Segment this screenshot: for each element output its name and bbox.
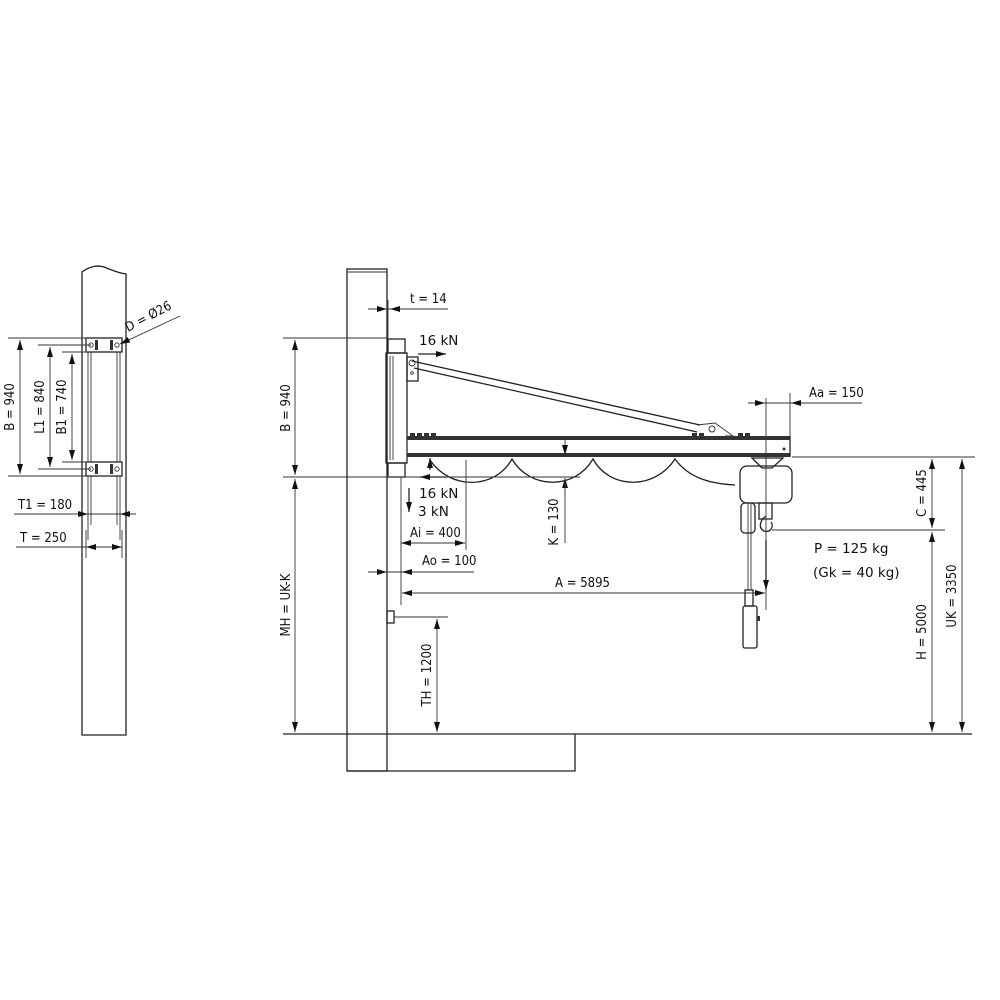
label-H: H = 5000 [915, 604, 930, 660]
dim-t: t = 14 [368, 292, 448, 338]
front-view: t = 14 B = 940 MH = UK-K TH = 1200 16 kN [279, 268, 975, 772]
dim-L1: L1 = 840 [33, 344, 91, 470]
label-force-top: 16 kN [419, 333, 458, 349]
dim-B-side: B = 940 [3, 337, 86, 477]
dim-UK: UK = 3350 [945, 459, 965, 732]
dim-TH: TH = 1200 [420, 619, 440, 732]
dim-K: K = 130 [547, 440, 568, 546]
label-C: C = 445 [915, 469, 930, 517]
label-TH: TH = 1200 [420, 644, 435, 708]
dim-D: D = Ø26 [119, 299, 181, 345]
label-Ai: Ai = 400 [410, 526, 461, 541]
label-T1: T1 = 180 [17, 498, 72, 513]
side-column [81, 265, 127, 736]
top-clamp-plate [85, 337, 123, 353]
dim-C: C = 445 [915, 459, 935, 528]
dim-H: H = 5000 [915, 532, 935, 732]
label-P: P = 125 kg [814, 541, 888, 557]
anchor-bolt [386, 610, 448, 624]
clamp-rails [87, 352, 121, 540]
bottom-clamp-plate [85, 461, 123, 477]
dim-T1: T1 = 180 [14, 498, 136, 517]
label-UK: UK = 3350 [945, 564, 960, 627]
side-view: B = 940 L1 = 840 B1 = 740 D = Ø26 T1 = 1… [3, 265, 181, 736]
label-MH: MH = UK-K [279, 573, 294, 636]
label-Gk: (Gk = 40 kg) [813, 565, 900, 581]
label-Aa: Aa = 150 [809, 386, 864, 401]
label-T: T = 250 [19, 531, 67, 546]
dim-T: T = 250 [16, 530, 123, 558]
dim-Ai: Ai = 400 [400, 460, 467, 605]
label-t: t = 14 [410, 292, 447, 307]
label-A: A = 5895 [555, 576, 610, 591]
label-force-bottom-v: 3 kN [418, 504, 449, 520]
dim-Ao: Ao = 100 [368, 554, 476, 575]
label-B-front: B = 940 [279, 384, 294, 432]
label-L1: L1 = 840 [33, 380, 48, 434]
floor [283, 733, 972, 772]
dim-Aa: Aa = 150 [748, 386, 864, 436]
label-D: D = Ø26 [123, 299, 174, 336]
tie-rod [411, 360, 750, 437]
load-labels: P = 125 kg (Gk = 40 kg) [813, 541, 900, 581]
label-B1: B1 = 740 [55, 379, 70, 434]
dim-MH: MH = UK-K [279, 479, 298, 732]
dim-A: A = 5895 [402, 576, 765, 596]
dim-B1: B1 = 740 [55, 351, 88, 463]
jib-beam [406, 433, 975, 458]
label-force-bottom-h: 16 kN [419, 486, 458, 502]
label-B-side: B = 940 [3, 383, 18, 431]
label-Ao: Ao = 100 [422, 554, 476, 569]
wall-column [346, 268, 388, 772]
festoon-cable [429, 457, 736, 486]
label-K: K = 130 [547, 498, 562, 545]
force-bottom: 16 kN 3 kN [406, 458, 458, 520]
force-top: 16 kN [418, 333, 458, 357]
